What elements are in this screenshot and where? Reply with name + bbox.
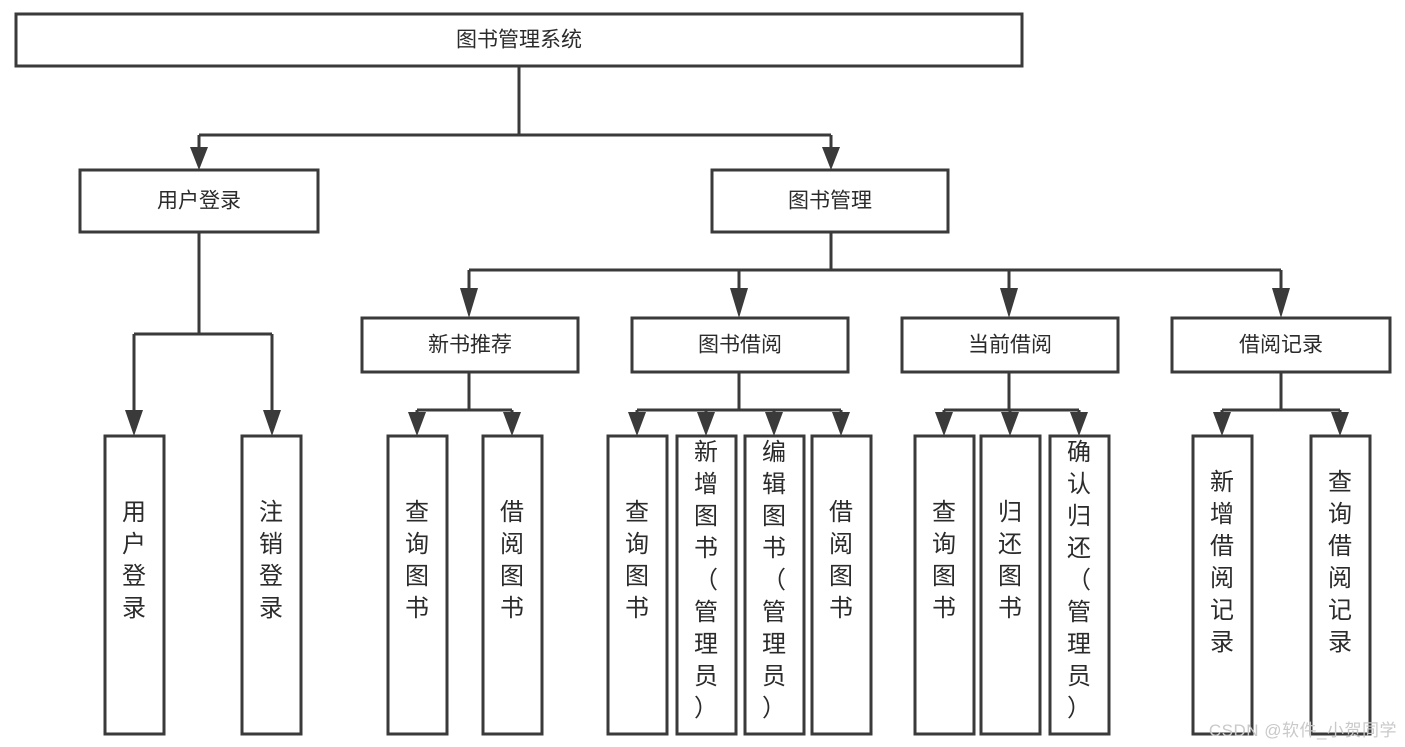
- node-box: [1191, 434, 1254, 736]
- node-label: 图书借阅: [698, 334, 782, 357]
- node-box: [386, 434, 449, 736]
- leaf-label: 新增图书（管理员）: [694, 439, 718, 722]
- node-leaf-borrow-book-2[interactable]: 借阅图书: [810, 434, 873, 736]
- leaf-label: 查询图书: [625, 499, 649, 622]
- node-box: [1170, 316, 1392, 374]
- node-borrow-record[interactable]: 借阅记录: [1170, 316, 1392, 374]
- arrow-head-icon: [190, 147, 208, 170]
- arrow-head-icon: [1001, 412, 1019, 436]
- node-box: [1048, 434, 1111, 736]
- node-box: [675, 434, 738, 736]
- node-box: [14, 12, 1024, 68]
- node-leaf-edit-book[interactable]: 编辑图书（管理员）: [743, 434, 806, 736]
- node-box: [630, 316, 850, 374]
- arrow-head-icon: [263, 410, 281, 436]
- connector-root-to-level2: [190, 66, 840, 170]
- leaf-label: 确认归还（管理员）: [1067, 439, 1091, 722]
- leaf-label: 查询图书: [932, 499, 956, 622]
- connector-borrowrecord-to-leaves: [1213, 372, 1349, 436]
- node-box: [979, 434, 1042, 736]
- node-label: 图书管理: [788, 190, 872, 213]
- node-leaf-borrow-book-1[interactable]: 借阅图书: [481, 434, 544, 736]
- node-label: 新书推荐: [428, 334, 512, 357]
- leaf-label: 新增借阅记录: [1210, 469, 1234, 656]
- node-box: [810, 434, 873, 736]
- leaf-label: 查询借阅记录: [1328, 469, 1352, 656]
- node-box: [606, 434, 669, 736]
- node-label: 当前借阅: [968, 334, 1052, 357]
- arrow-head-icon: [1272, 288, 1290, 318]
- arrow-head-icon: [408, 412, 426, 436]
- node-book-manage[interactable]: 图书管理: [710, 168, 950, 234]
- node-label: 图书管理系统: [456, 29, 582, 52]
- connector-bookmanage-to-level3: [460, 232, 1290, 318]
- node-box: [360, 316, 580, 374]
- node-label: 借阅记录: [1239, 334, 1323, 357]
- arrow-head-icon: [697, 412, 715, 436]
- node-box: [103, 434, 166, 736]
- leaf-label: 查询图书: [405, 499, 429, 622]
- arrow-head-icon: [1000, 288, 1018, 318]
- connector-newbook-to-leaves: [408, 372, 521, 436]
- arrow-head-icon: [1070, 412, 1088, 436]
- node-box: [240, 434, 303, 736]
- node-leaf-query-book-3[interactable]: 查询图书: [913, 434, 976, 736]
- leaf-label: 借阅图书: [829, 499, 853, 622]
- connector-userlogin-to-leaves: [125, 232, 281, 436]
- arrow-head-icon: [1331, 412, 1349, 436]
- arrow-head-icon: [503, 412, 521, 436]
- node-box: [900, 316, 1120, 374]
- node-current-borrow[interactable]: 当前借阅: [900, 316, 1120, 374]
- node-box: [481, 434, 544, 736]
- node-system-root[interactable]: 图书管理系统: [14, 12, 1024, 68]
- arrow-head-icon: [935, 412, 953, 436]
- node-leaf-add-book[interactable]: 新增图书（管理员）: [675, 434, 738, 736]
- node-box: [78, 168, 320, 234]
- node-box: [1309, 434, 1372, 736]
- node-leaf-user-login[interactable]: 用户登录: [103, 434, 166, 736]
- arrow-head-icon: [460, 288, 478, 318]
- node-box: [743, 434, 806, 736]
- node-leaf-logout-login[interactable]: 注销登录: [240, 434, 303, 736]
- arrow-head-icon: [730, 288, 748, 318]
- node-leaf-query-book-1[interactable]: 查询图书: [386, 434, 449, 736]
- leaf-label: 归还图书: [998, 499, 1022, 622]
- leaf-label: 编辑图书（管理员）: [762, 439, 786, 722]
- node-leaf-query-record[interactable]: 查询借阅记录: [1309, 434, 1372, 736]
- arrow-head-icon: [765, 412, 783, 436]
- leaf-label: 用户登录: [122, 499, 146, 622]
- arrow-head-icon: [125, 410, 143, 436]
- leaf-label: 借阅图书: [500, 499, 524, 622]
- node-user-login[interactable]: 用户登录: [78, 168, 320, 234]
- arrow-head-icon: [832, 412, 850, 436]
- node-new-book-recommend[interactable]: 新书推荐: [360, 316, 580, 374]
- connector-bookborrow-to-leaves: [628, 372, 850, 436]
- node-label: 用户登录: [157, 190, 241, 213]
- node-leaf-confirm-return[interactable]: 确认归还（管理员）: [1048, 434, 1111, 736]
- arrow-head-icon: [628, 412, 646, 436]
- node-box: [913, 434, 976, 736]
- node-leaf-return-book[interactable]: 归还图书: [979, 434, 1042, 736]
- node-leaf-add-record[interactable]: 新增借阅记录: [1191, 434, 1254, 736]
- arrow-head-icon: [1213, 412, 1231, 436]
- arrow-head-icon: [822, 147, 840, 170]
- leaf-label: 注销登录: [259, 499, 283, 622]
- node-box: [710, 168, 950, 234]
- node-leaf-query-book-2[interactable]: 查询图书: [606, 434, 669, 736]
- node-book-borrow[interactable]: 图书借阅: [630, 316, 850, 374]
- connector-currentborrow-to-leaves: [935, 372, 1088, 436]
